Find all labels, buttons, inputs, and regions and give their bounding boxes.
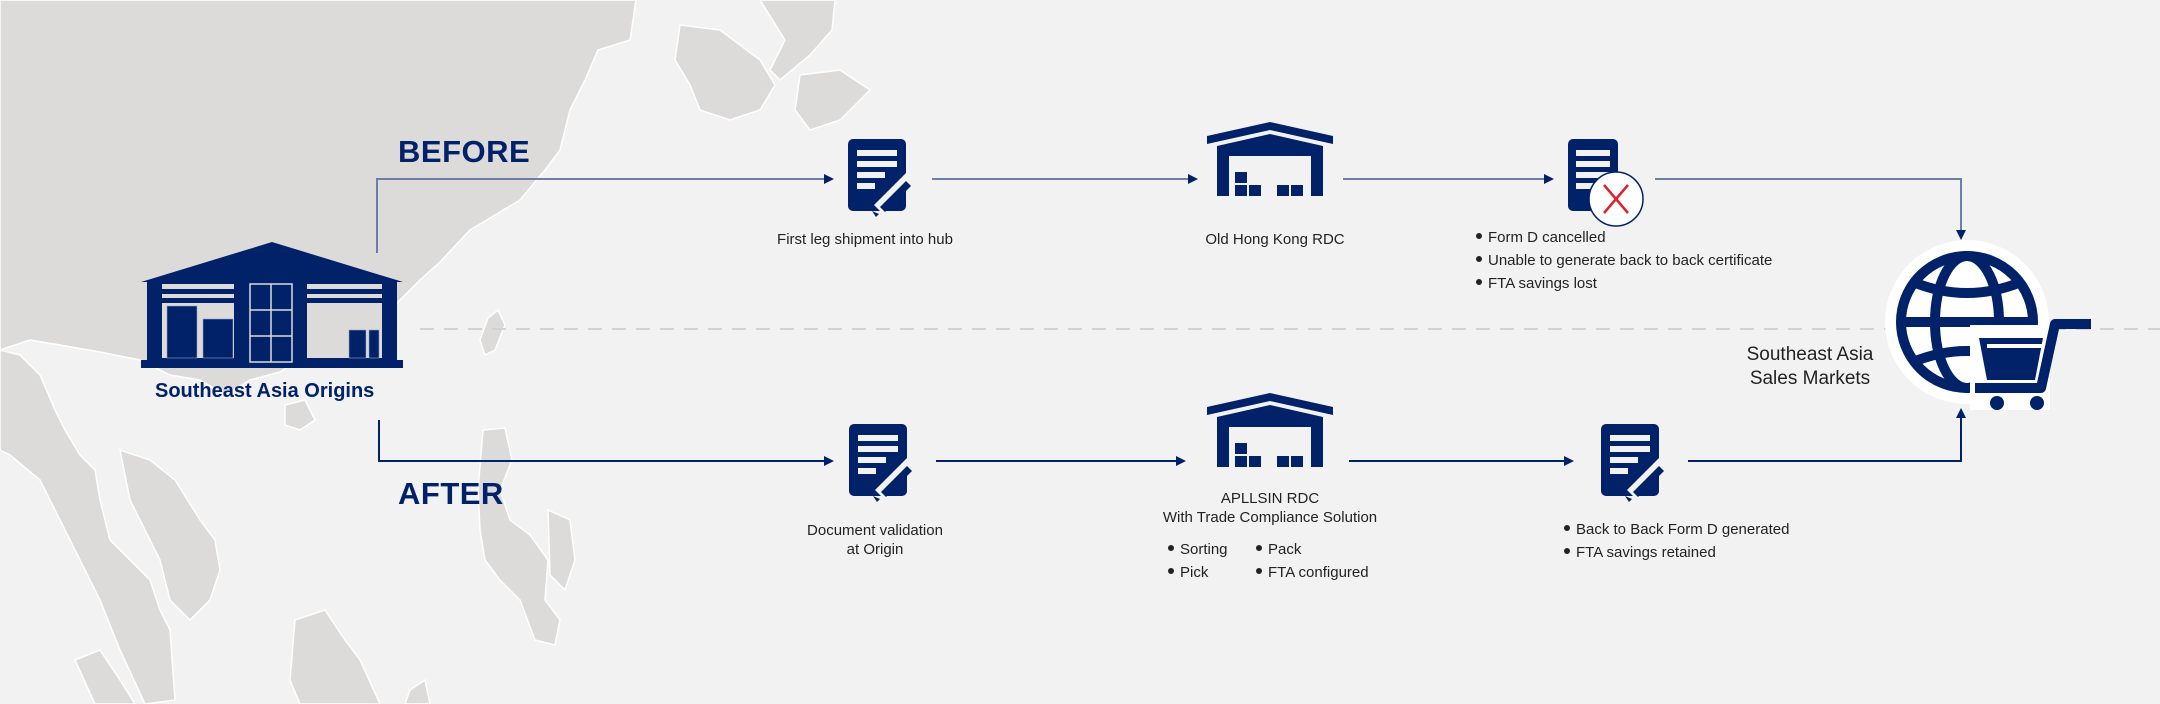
bullet-item: Pack [1256, 538, 1369, 561]
after-label: AFTER [398, 476, 504, 511]
before-step2-caption: Old Hong Kong RDC [1205, 231, 1345, 248]
bullet-item: FTA configured [1256, 561, 1369, 584]
after-step2-bullets-right: Pack FTA configured [1256, 538, 1369, 584]
origin-label: Southeast Asia Origins [155, 380, 375, 402]
section-divider [420, 328, 2160, 330]
after-step1-caption-line2: at Origin [846, 541, 904, 558]
document-edit-icon [849, 424, 915, 502]
bullet-item: Form D cancelled [1476, 226, 1772, 249]
after-arrow-1 [378, 420, 834, 466]
after-step1-caption: Document validation at Origin [775, 521, 975, 559]
globe-cart-icon [1885, 240, 2091, 410]
after-arrow-4 [1688, 408, 1966, 462]
destination-label-line1: Southeast Asia [1746, 344, 1874, 365]
bullet-item: Pick [1168, 561, 1228, 584]
after-step2-caption-line1: APLLSIN RDC [1220, 490, 1320, 507]
after-step2-caption-line2: With Trade Compliance Solution [1162, 509, 1378, 526]
document-edit-icon [1601, 424, 1667, 502]
warehouse-icon [1207, 122, 1333, 196]
before-label: BEFORE [398, 134, 531, 169]
destination-label-line2: Sales Markets [1749, 368, 1871, 389]
document-edit-icon [848, 139, 914, 217]
bullet-item: Sorting [1168, 538, 1228, 561]
before-arrow-1 [376, 174, 834, 253]
before-step3-bullets: Form D cancelled Unable to generate back… [1476, 226, 1772, 295]
document-cancelled-icon [1568, 139, 1644, 227]
after-step2-caption: APLLSIN RDC With Trade Compliance Soluti… [1140, 489, 1400, 527]
bullet-item: Unable to generate back to back certific… [1476, 249, 1772, 272]
before-step1-caption: First leg shipment into hub [777, 231, 953, 248]
origin-warehouse-icon [141, 242, 403, 368]
bullet-item: FTA savings retained [1564, 541, 1789, 564]
warehouse-icon [1207, 393, 1333, 467]
bullet-item: FTA savings lost [1476, 272, 1772, 295]
destination-label: Southeast Asia Sales Markets [1730, 343, 1890, 391]
after-step3-bullets: Back to Back Form D generated FTA saving… [1564, 518, 1789, 564]
after-step1-caption-line1: Document validation [807, 522, 943, 539]
after-step2-bullets-left: Sorting Pick [1168, 538, 1228, 584]
bullet-item: Back to Back Form D generated [1564, 518, 1789, 541]
before-arrow-4 [1655, 178, 1966, 240]
